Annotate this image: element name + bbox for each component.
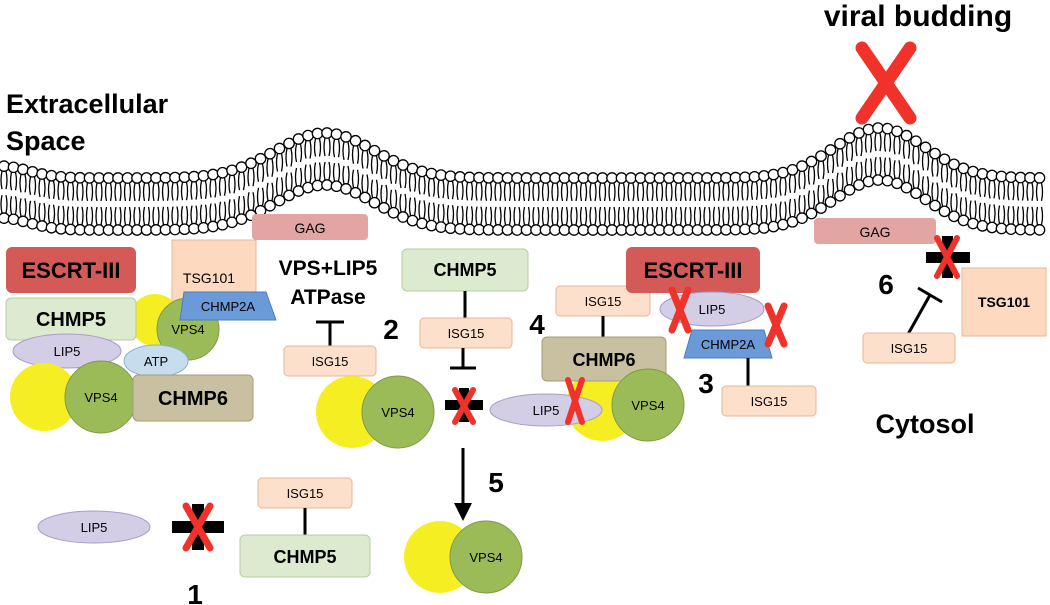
viral-budding-block-cross-icon <box>855 41 917 125</box>
isg15-step3: ISG15 <box>721 385 817 417</box>
blocked-binding-cross-icon-center <box>445 387 483 425</box>
chmp2a-block-cross-icon-step3-right <box>764 302 788 348</box>
atp-left: ATP <box>123 344 189 378</box>
svg-text:ATP: ATP <box>144 354 168 369</box>
svg-text:ESCRT-III: ESCRT-III <box>643 258 742 283</box>
step-3-label: 3 <box>698 368 714 399</box>
svg-text:CHMP6: CHMP6 <box>572 350 635 370</box>
step-5-label: 5 <box>488 467 504 498</box>
svg-text:ISG15: ISG15 <box>585 294 622 309</box>
isg15-step2: ISG15 <box>283 345 377 377</box>
inhibition-connector-center <box>450 348 476 370</box>
step-1-label: 1 <box>187 579 203 605</box>
lip5-step4: LIP5 <box>489 393 603 427</box>
escrt-iii-left: ESCRT-III <box>6 247 136 293</box>
extracellular-label-line2: Space <box>6 126 86 156</box>
svg-text:ISG15: ISG15 <box>287 486 324 501</box>
svg-text:TSG101: TSG101 <box>183 270 235 286</box>
svg-text:LIP5: LIP5 <box>699 302 726 317</box>
chmp5-step1: CHMP5 <box>239 534 371 578</box>
vps4-released: VPS4 <box>449 520 523 594</box>
chmp5-center: CHMP5 <box>401 248 529 292</box>
vps4-yellow-subunit-left-bottom <box>10 363 78 431</box>
svg-text:LIP5: LIP5 <box>533 403 560 418</box>
escrt-iii-right: ESCRT-III <box>626 247 760 293</box>
svg-text:VPS4: VPS4 <box>171 322 204 337</box>
lip5-left: LIP5 <box>12 333 122 369</box>
svg-text:VPS4: VPS4 <box>469 550 502 565</box>
svg-text:VPS4: VPS4 <box>381 405 414 420</box>
svg-text:ISG15: ISG15 <box>312 354 349 369</box>
lip5-block-cross-icon-step4 <box>565 377 585 425</box>
vps4-step4: VPS4 <box>611 368 685 442</box>
inhibition-connector-step6 <box>905 286 943 337</box>
svg-text:GAG: GAG <box>859 224 890 240</box>
svg-text:CHMP2A: CHMP2A <box>201 299 256 314</box>
svg-text:ISG15: ISG15 <box>751 394 788 409</box>
svg-text:VPS4: VPS4 <box>84 390 117 405</box>
chmp5-left: CHMP5 <box>5 297 137 341</box>
extracellular-label-line1: Extracellular <box>6 89 169 119</box>
svg-text:LIP5: LIP5 <box>54 344 81 359</box>
step-4-label: 4 <box>529 309 545 340</box>
viral-budding-label: viral budding <box>824 0 1012 33</box>
chmp6-step4: CHMP6 <box>541 336 667 382</box>
cytosol-label: Cytosol <box>875 409 974 439</box>
lipid-bilayer-membrane <box>0 122 1046 236</box>
isg15-step4: ISG15 <box>555 285 651 317</box>
isg15-step6: ISG15 <box>862 332 956 364</box>
tsg101-right: TSG101 <box>961 267 1047 337</box>
chmp2a-step3: CHMP2A <box>683 329 773 359</box>
blocked-binding-cross-icon-step1 <box>172 502 224 552</box>
svg-text:LIP5: LIP5 <box>81 520 108 535</box>
lip5-block-cross-icon-step3-left <box>668 286 692 334</box>
chmp2a-left: CHMP2A <box>179 291 277 321</box>
vps-lip5-label-line1: VPS+LIP5 <box>279 257 378 280</box>
svg-text:VPS4: VPS4 <box>631 398 664 413</box>
lip5-step1: LIP5 <box>37 510 151 544</box>
svg-text:CHMP5: CHMP5 <box>433 260 496 280</box>
isg15-step1: ISG15 <box>257 477 353 509</box>
vps4-center: VPS4 <box>361 375 435 449</box>
svg-text:ESCRT-III: ESCRT-III <box>21 258 120 283</box>
step-6-label: 6 <box>878 269 894 300</box>
vps-lip5-label-line2: ATPase <box>290 286 365 309</box>
vps4-left-bottom: VPS4 <box>64 360 138 434</box>
isg15-center: ISG15 <box>419 317 513 349</box>
svg-text:ISG15: ISG15 <box>448 326 485 341</box>
gag-right: GAG <box>814 218 936 244</box>
step-2-label: 2 <box>383 314 399 345</box>
svg-text:ISG15: ISG15 <box>891 341 928 356</box>
chmp6-left: CHMP6 <box>132 374 254 422</box>
svg-text:TSG101: TSG101 <box>978 294 1030 310</box>
svg-text:CHMP5: CHMP5 <box>36 309 106 331</box>
svg-text:GAG: GAG <box>294 220 325 236</box>
blocked-binding-cross-icon-step6 <box>926 235 970 279</box>
svg-text:CHMP5: CHMP5 <box>273 547 336 567</box>
svg-text:CHMP6: CHMP6 <box>158 388 228 410</box>
inhibition-connector-step2 <box>316 320 344 346</box>
svg-text:CHMP2A: CHMP2A <box>701 337 756 352</box>
gag-left: GAG <box>252 214 368 240</box>
